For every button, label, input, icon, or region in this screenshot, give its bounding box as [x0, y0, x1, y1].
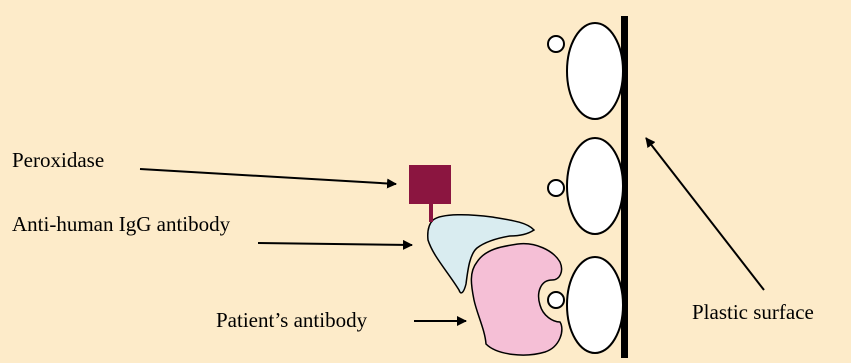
epitope-circle-middle — [548, 180, 564, 196]
anti-human-igg-label: Anti-human IgG antibody — [12, 214, 230, 235]
anti-human-igg-arrow — [258, 243, 412, 245]
peroxidase-label: Peroxidase — [12, 150, 104, 171]
plastic-surface-label: Plastic surface — [692, 302, 814, 323]
plastic-surface-arrow — [646, 138, 764, 290]
antigen-oval-middle — [567, 138, 623, 234]
patients-antibody-label: Patient’s antibody — [216, 310, 367, 331]
peroxidase-arrow — [140, 169, 396, 184]
epitope-circle-top — [548, 36, 564, 52]
antigen-oval-bottom — [567, 257, 623, 353]
peroxidase-linker — [429, 203, 433, 222]
antigen-oval-top — [567, 23, 623, 119]
peroxidase-square — [409, 165, 451, 204]
epitope-circle-bottom — [548, 292, 564, 308]
